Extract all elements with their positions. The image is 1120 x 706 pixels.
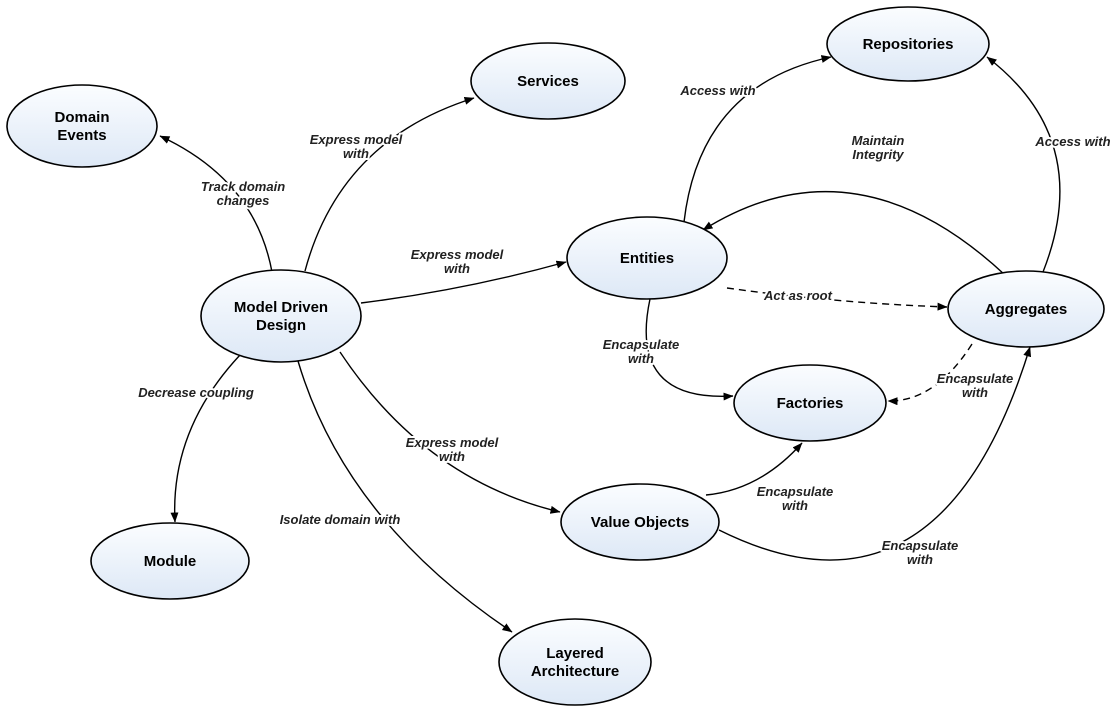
node-model_driven_design-shape — [200, 269, 362, 363]
edge-aggregates-factories — [887, 343, 973, 406]
node-module: Module — [90, 522, 250, 600]
edge-aggregates-entities — [702, 190, 1006, 276]
edge-model_driven_design-entities — [360, 260, 567, 304]
node-value_objects-shape — [560, 483, 720, 561]
node-domain_events-shape — [6, 84, 158, 168]
edge-entities-repositories — [683, 55, 832, 223]
edge-label-model_driven_design-layered_architecture: Isolate domain with — [280, 512, 401, 527]
edge-entities-aggregates — [726, 287, 948, 311]
node-repositories: Repositories — [826, 6, 990, 82]
edge-label-entities-aggregates: Act as root — [763, 288, 833, 303]
edge-entities-factories — [645, 298, 734, 401]
edge-model_driven_design-services — [304, 97, 475, 272]
node-factories-label: Factories — [777, 395, 844, 412]
edge-label-aggregates-repositories: Access with — [1034, 134, 1110, 149]
edge-value_objects-factories — [705, 442, 803, 496]
node-aggregates: Aggregates — [947, 270, 1105, 348]
node-factories: Factories — [733, 364, 887, 442]
edge-value_objects-aggregates — [718, 346, 1032, 561]
node-value_objects: Value Objects — [560, 483, 720, 561]
node-aggregates-label: Aggregates — [985, 301, 1068, 318]
node-repositories-label: Repositories — [863, 36, 954, 53]
node-value_objects-label: Value Objects — [591, 514, 689, 531]
node-entities: Entities — [566, 216, 728, 300]
node-factories-shape — [733, 364, 887, 442]
edge-label-model_driven_design-module: Decrease coupling — [138, 385, 254, 400]
node-entities-shape — [566, 216, 728, 300]
node-services-label: Services — [517, 73, 579, 90]
node-aggregates-shape — [947, 270, 1105, 348]
edge-label-entities-repositories: Access with — [679, 83, 755, 98]
edge-model_driven_design-value_objects — [339, 351, 561, 514]
edge-aggregates-repositories — [986, 56, 1061, 273]
node-services-shape — [470, 42, 626, 120]
node-services: Services — [470, 42, 626, 120]
node-module-shape — [90, 522, 250, 600]
edge-layer — [159, 55, 1061, 633]
edge-model_driven_design-module — [170, 354, 241, 523]
edge-model_driven_design-layered_architecture — [297, 360, 513, 633]
node-layered_architecture-shape — [498, 618, 652, 706]
node-module-label: Module — [144, 553, 197, 570]
node-entities-label: Entities — [620, 250, 674, 267]
node-repositories-shape — [826, 6, 990, 82]
edge-model_driven_design-domain_events — [159, 135, 273, 273]
